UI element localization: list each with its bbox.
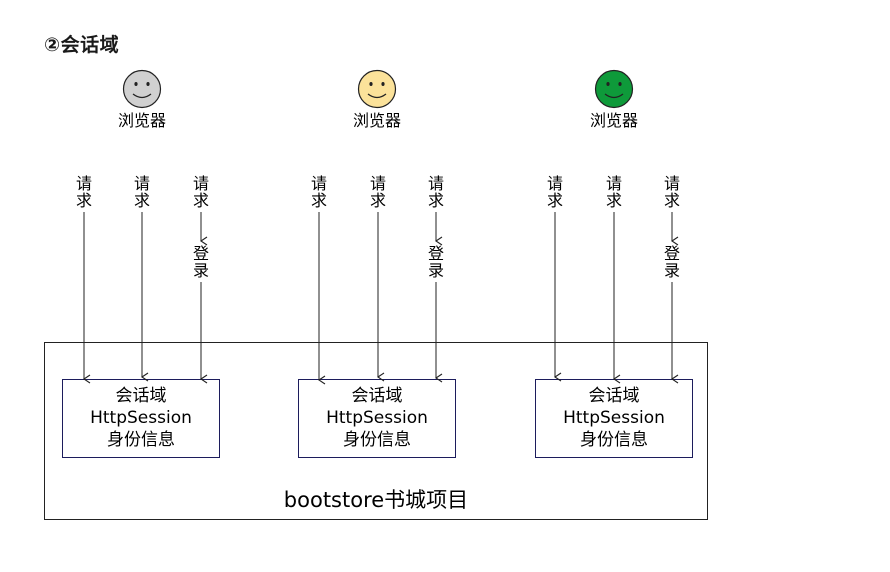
browser-label: 浏览器: [117, 111, 166, 130]
section-heading: ②会话域: [44, 34, 120, 56]
request-label: 请求: [310, 174, 327, 210]
request-label: 请求: [369, 174, 386, 210]
login-label: 登录: [427, 244, 444, 280]
session-title: 会话域: [588, 386, 640, 406]
session-class: HttpSession: [326, 408, 428, 428]
browser-label: 浏览器: [352, 111, 401, 130]
login-label: 登录: [192, 244, 209, 280]
browser-label: 浏览器: [589, 111, 638, 130]
session-box: 会话域 HttpSession 身份信息: [535, 379, 693, 458]
smiley-icon: [594, 69, 634, 109]
request-label: 请求: [605, 174, 622, 210]
smiley-icon: [122, 69, 162, 109]
session-box: 会话域 HttpSession 身份信息: [298, 379, 456, 458]
session-title: 会话域: [351, 386, 403, 406]
project-container: bootstore书城项目: [44, 342, 708, 520]
session-info: 身份信息: [343, 430, 411, 450]
browser-3: 浏览器: [564, 69, 664, 131]
browser-2: 浏览器: [327, 69, 427, 131]
session-class: HttpSession: [90, 408, 192, 428]
session-box: 会话域 HttpSession 身份信息: [62, 379, 220, 458]
request-label: 请求: [427, 174, 444, 210]
face-circle: [594, 69, 634, 109]
face-circle: [122, 69, 162, 109]
session-info: 身份信息: [107, 430, 175, 450]
face-circle: [357, 69, 397, 109]
request-label: 请求: [546, 174, 563, 210]
request-label: 请求: [192, 174, 209, 210]
login-label: 登录: [663, 244, 680, 280]
project-label: bootstore书城项目: [283, 488, 469, 512]
session-title: 会话域: [115, 386, 167, 406]
request-label: 请求: [663, 174, 680, 210]
request-label: 请求: [133, 174, 150, 210]
browser-1: 浏览器: [92, 69, 192, 131]
smiley-icon: [357, 69, 397, 109]
session-class: HttpSession: [563, 408, 665, 428]
request-label: 请求: [75, 174, 92, 210]
session-info: 身份信息: [580, 430, 648, 450]
